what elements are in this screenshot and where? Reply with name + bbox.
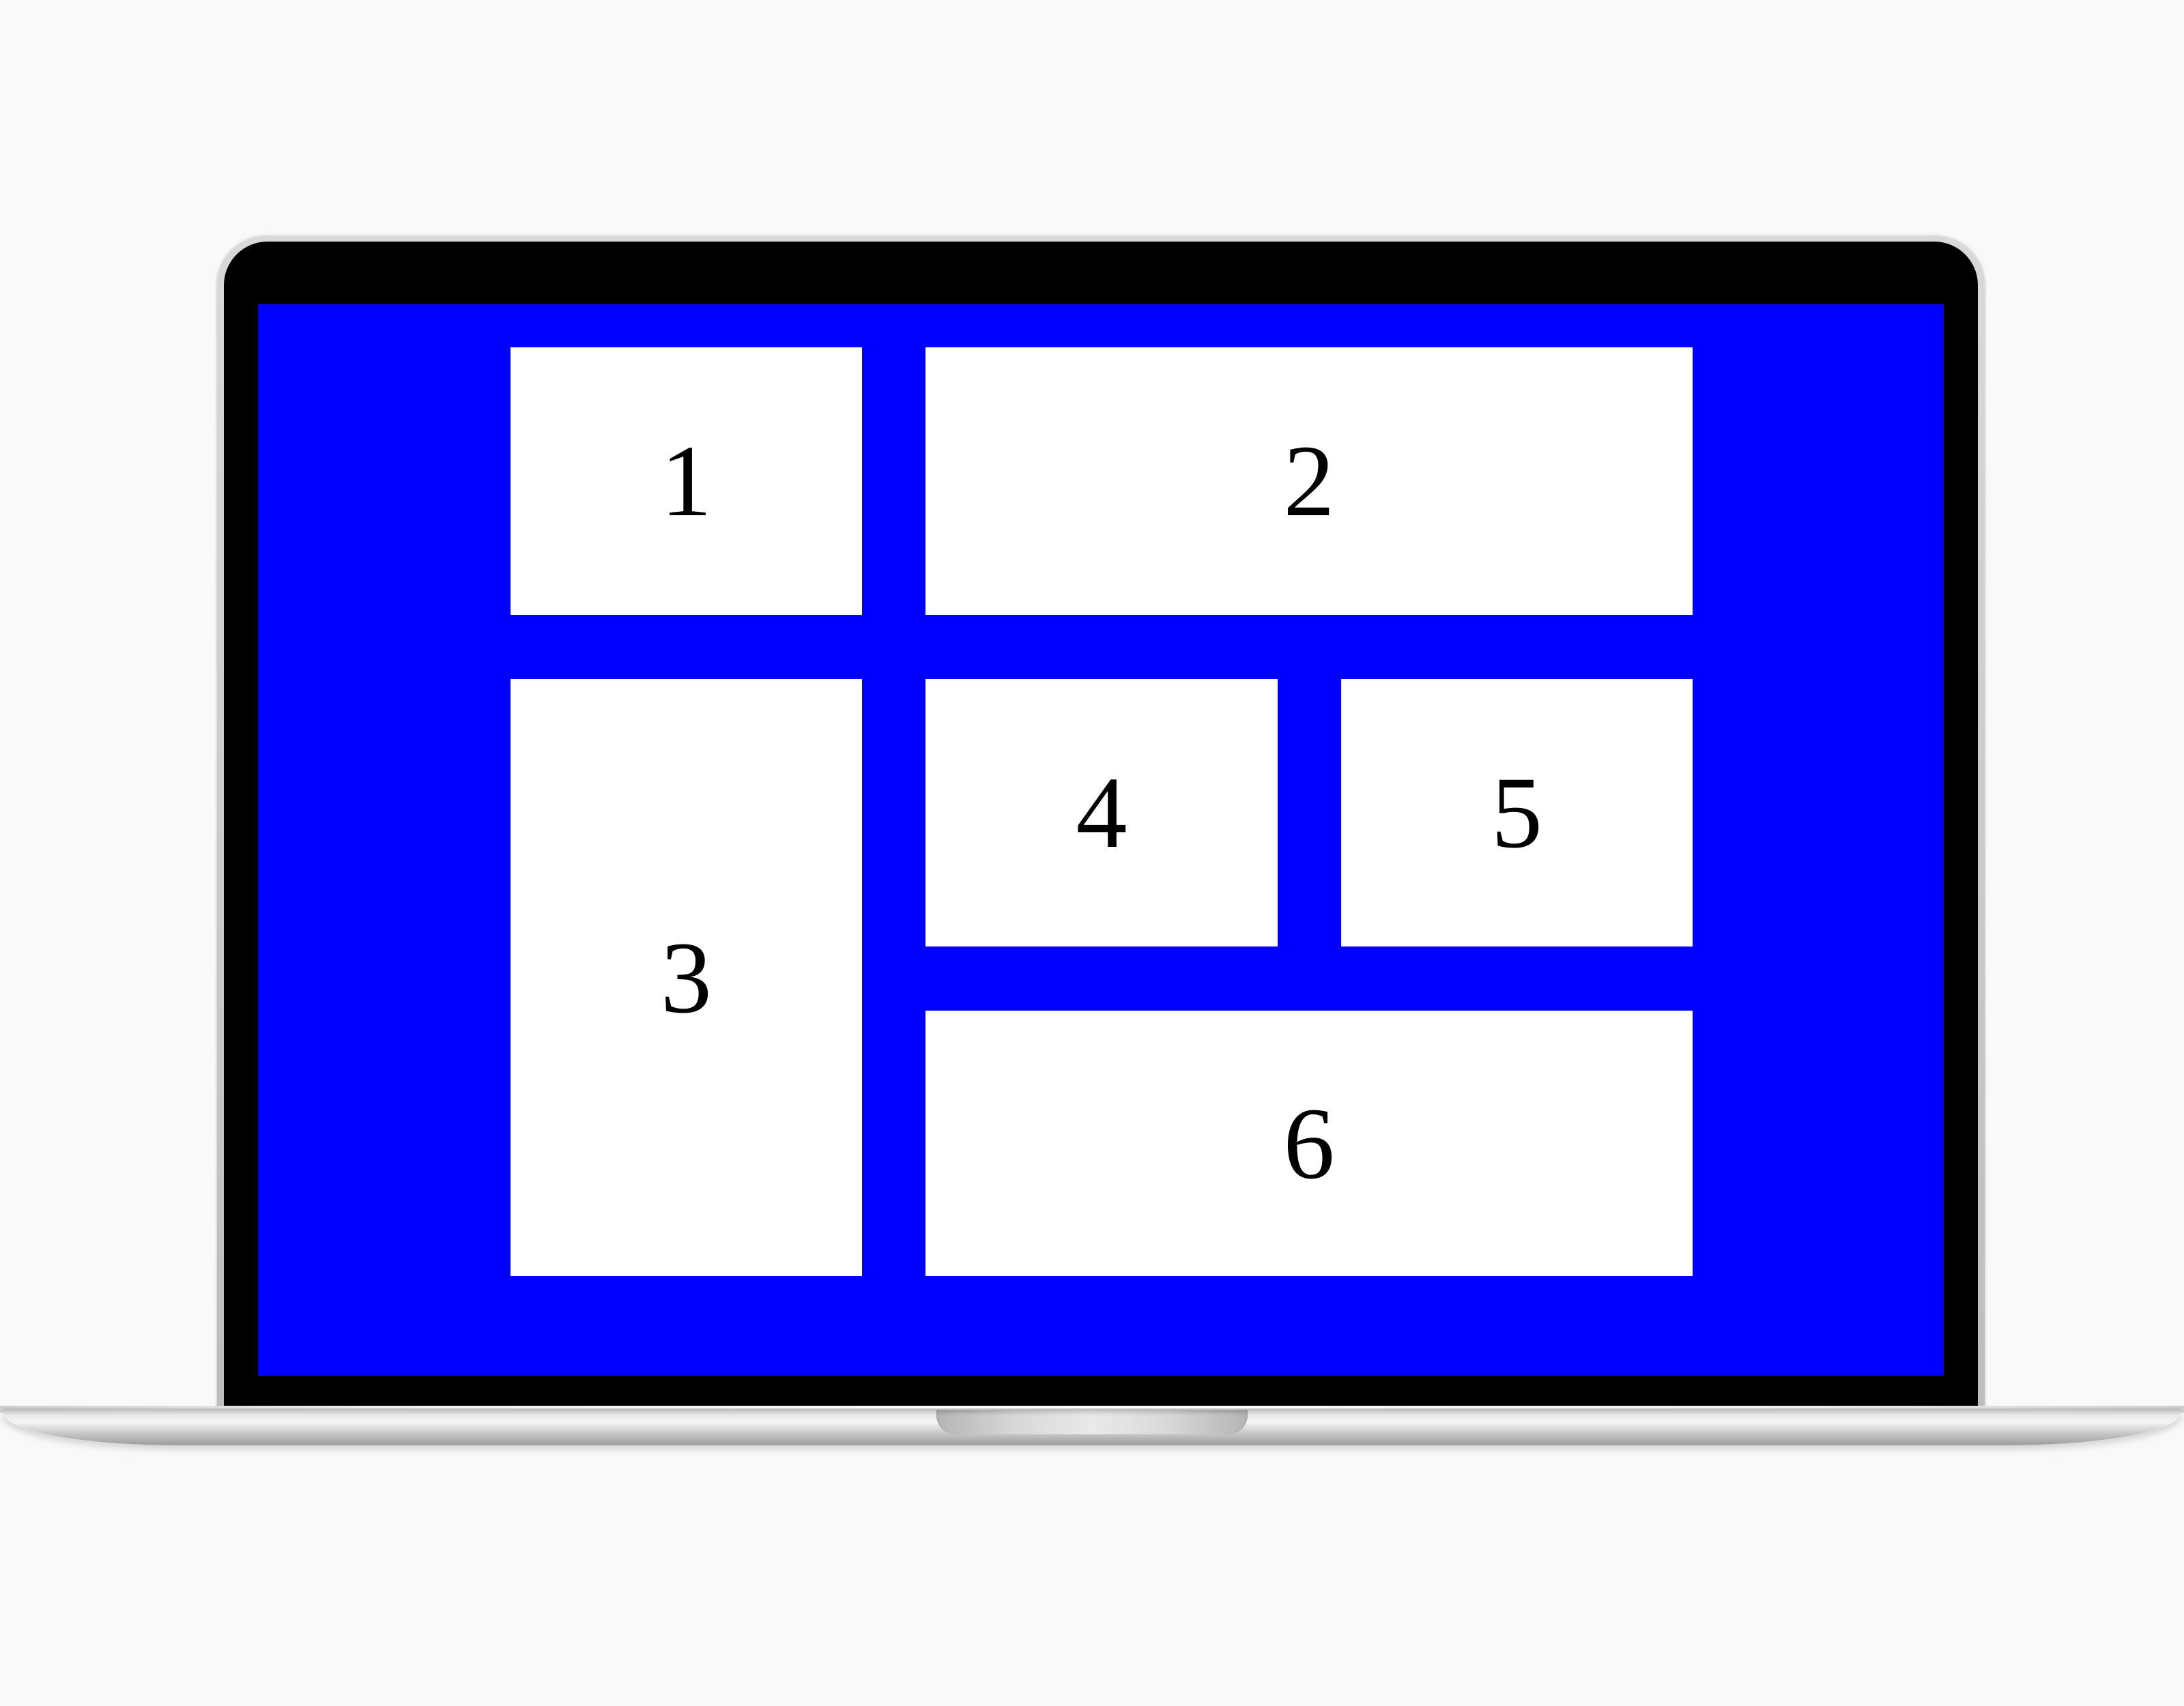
tile-1[interactable]: 1 — [511, 347, 862, 615]
tile-4[interactable]: 4 — [925, 679, 1278, 946]
tile-3[interactable]: 3 — [511, 679, 862, 1276]
tile-2-label: 2 — [1283, 424, 1335, 538]
tile-2[interactable]: 2 — [925, 347, 1693, 615]
tile-6[interactable]: 6 — [925, 1011, 1693, 1276]
tile-6-label: 6 — [1283, 1086, 1335, 1200]
tile-3-label: 3 — [661, 921, 712, 1035]
tile-1-label: 1 — [661, 424, 712, 538]
laptop-opening-notch — [936, 1410, 1248, 1434]
tile-4-label: 4 — [1076, 756, 1127, 869]
tile-5[interactable]: 5 — [1341, 679, 1693, 946]
tile-5-label: 5 — [1491, 756, 1542, 869]
